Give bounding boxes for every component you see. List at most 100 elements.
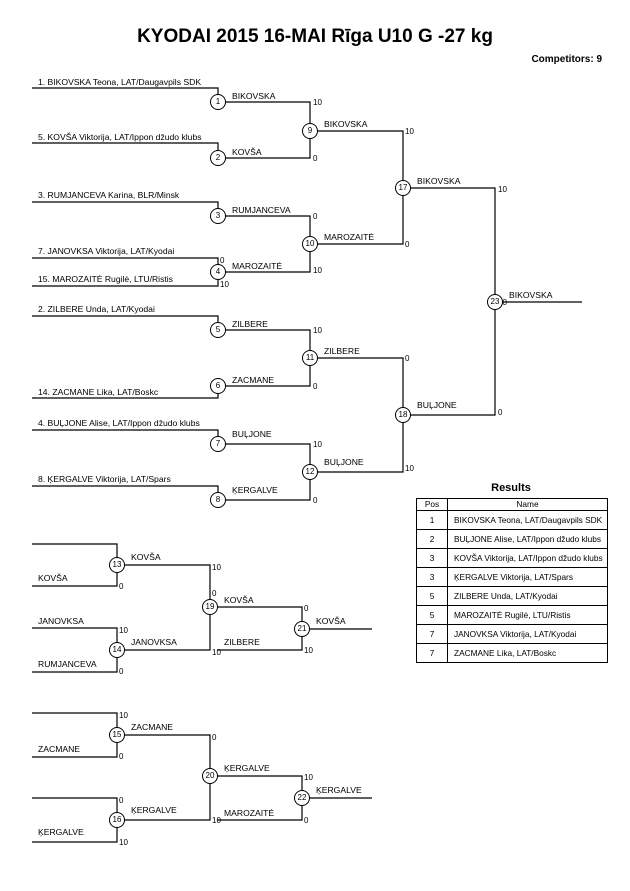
- score: 10: [313, 440, 322, 449]
- results-row: 2 BUĻJONE Alise, LAT/Ippon džudo klubs: [417, 530, 607, 549]
- winner-label: RUMJANCEVA: [232, 205, 291, 215]
- winner-label: ĶERGALVE: [232, 485, 278, 495]
- score: 10: [212, 563, 221, 572]
- result-name: KOVŠA Viktorija, LAT/Ippon džudo klubs: [454, 553, 603, 563]
- score: 0: [313, 212, 318, 221]
- score: 10: [313, 326, 322, 335]
- match-node: 23: [487, 294, 503, 310]
- match-node: 15: [109, 727, 125, 743]
- results-row: 7 JANOVKSA Viktorija, LAT/Kyodai: [417, 625, 607, 644]
- score: 10: [313, 266, 322, 275]
- result-pos: 5: [417, 587, 448, 605]
- winner-label: BIKOVSKA: [232, 91, 276, 101]
- winner-label: MAROZAITĖ: [232, 261, 283, 271]
- entry-name: 5. KOVŠA Viktorija, LAT/Ippon džudo klub…: [38, 132, 202, 142]
- score: 0: [304, 604, 309, 613]
- entry-name: 7. JANOVKSA Viktorija, LAT/Kyodai: [38, 246, 175, 256]
- result-name: MAROZAITĖ Rugilė, LTU/Ristis: [454, 610, 571, 620]
- repechage-name: JANOVKSA: [38, 616, 84, 626]
- match-node: 11: [302, 350, 318, 366]
- score: 0: [119, 752, 124, 761]
- winner-label: ZILBERE: [224, 637, 260, 647]
- match-node: 20: [202, 768, 218, 784]
- repechage-name: ZACMANE: [38, 744, 81, 754]
- repechage-name: ĶERGALVE: [38, 827, 84, 837]
- winner-label: BIKOVSKA: [324, 119, 368, 129]
- match-node: 14: [109, 642, 125, 658]
- score: 0: [212, 589, 217, 598]
- score: 0: [313, 496, 318, 505]
- match-node: 7: [210, 436, 226, 452]
- winner-label: ZACMANE: [131, 722, 174, 732]
- score: 10: [220, 280, 229, 289]
- result-name: BIKOVSKA Teona, LAT/Daugavpils SDK: [454, 515, 603, 525]
- repechage-name: KOVŠA: [38, 573, 68, 583]
- score: 0: [212, 733, 217, 742]
- results-row: 7 ZACMANE Lika, LAT/Boskc: [417, 644, 607, 662]
- winner-label: ĶERGALVE: [316, 785, 362, 795]
- match-node: 2: [210, 150, 226, 166]
- result-name: ZILBERE Unda, LAT/Kyodai: [454, 591, 558, 601]
- score: 10: [119, 838, 128, 847]
- winner-label: KOVŠA: [224, 595, 254, 605]
- result-name: BUĻJONE Alise, LAT/Ippon džudo klubs: [454, 534, 601, 544]
- score: 0: [119, 582, 124, 591]
- col-name: Name: [516, 499, 539, 509]
- entry-name: 8. ĶERGALVE Viktorija, LAT/Spars: [38, 474, 171, 484]
- results-title: Results: [491, 482, 531, 494]
- match-node: 3: [210, 208, 226, 224]
- competitors-count: Competitors: 9: [531, 54, 602, 65]
- match-node: 4: [210, 264, 226, 280]
- entry-name: 2. ZILBERE Unda, LAT/Kyodai: [38, 304, 155, 314]
- entry-name: 14. ZACMANE Lika, LAT/Boskc: [38, 387, 159, 397]
- winner-label: KOVŠA: [131, 552, 161, 562]
- score: 10: [313, 98, 322, 107]
- score: 10: [119, 711, 128, 720]
- entry-name: 4. BUĻJONE Alise, LAT/Ippon džudo klubs: [38, 418, 200, 428]
- score: 0: [405, 240, 410, 249]
- score: 0: [405, 354, 410, 363]
- winner-label: ĶERGALVE: [131, 805, 177, 815]
- winner-label: KOVŠA: [316, 616, 346, 626]
- result-pos: 7: [417, 625, 448, 643]
- match-node: 19: [202, 599, 218, 615]
- score: 0: [220, 256, 225, 265]
- score: 10: [119, 626, 128, 635]
- match-node: 5: [210, 322, 226, 338]
- match-node: 17: [395, 180, 411, 196]
- entry-name: 3. RUMJANCEVA Karina, BLR/Minsk: [38, 190, 180, 200]
- entry-name: 15. MAROZAITĖ Rugilė, LTU/Ristis: [38, 274, 173, 284]
- score: 0: [119, 667, 124, 676]
- score: 0: [498, 408, 503, 417]
- score: 0: [304, 816, 309, 825]
- winner-label: JANOVKSA: [131, 637, 177, 647]
- score: 10: [405, 127, 414, 136]
- page-title: KYODAI 2015 16-MAI Rīga U10 G -27 kg: [137, 26, 493, 47]
- result-pos: 7: [417, 644, 448, 662]
- score: 10: [405, 464, 414, 473]
- result-pos: 2: [417, 530, 448, 548]
- winner-label: BUĻJONE: [232, 429, 272, 439]
- match-node: 1: [210, 94, 226, 110]
- match-node: 6: [210, 378, 226, 394]
- entry-name: 1. BIKOVSKA Teona, LAT/Daugavpils SDK: [38, 77, 202, 87]
- winner-label: KOVŠA: [232, 147, 262, 157]
- winner-label: BUĻJONE: [417, 400, 457, 410]
- winner-label: ZILBERE: [232, 319, 268, 329]
- winner-label: BUĻJONE: [324, 457, 364, 467]
- match-node: 22: [294, 790, 310, 806]
- score: 10: [304, 773, 313, 782]
- winner-label: MAROZAITĖ: [224, 808, 275, 818]
- match-node: 10: [302, 236, 318, 252]
- match-node: 18: [395, 407, 411, 423]
- winner-label: ĶERGALVE: [224, 763, 270, 773]
- result-name: ZACMANE Lika, LAT/Boskc: [454, 648, 557, 658]
- match-node: 13: [109, 557, 125, 573]
- result-name: JANOVKSA Viktorija, LAT/Kyodai: [454, 629, 577, 639]
- score: 10: [212, 648, 221, 657]
- result-name: ĶERGALVE Viktorija, LAT/Spars: [454, 572, 573, 582]
- match-node: 8: [210, 492, 226, 508]
